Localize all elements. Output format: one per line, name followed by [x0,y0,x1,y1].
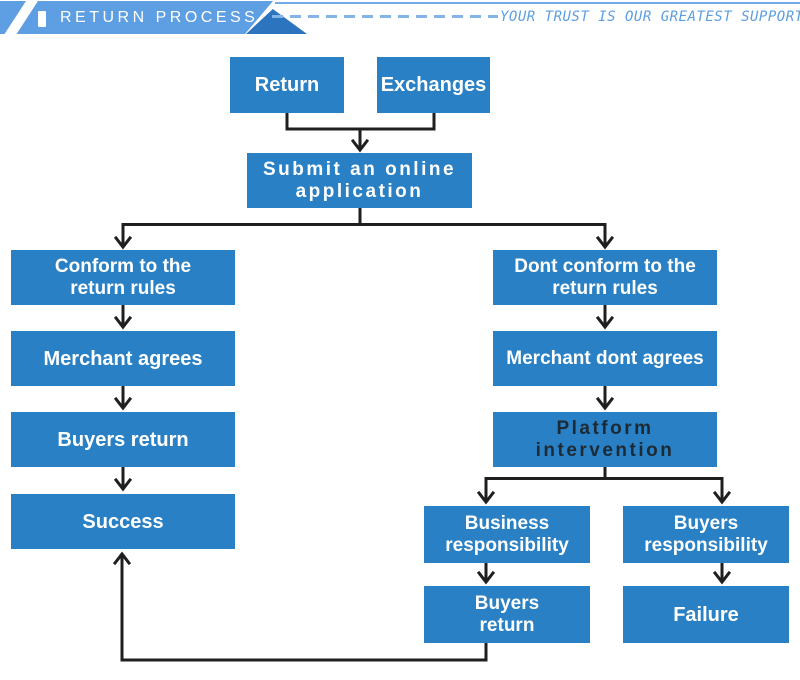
node-platform-intervention: Platform intervention [493,412,717,467]
node-conform-rules: Conform to the return rules [11,250,235,305]
connector-return-exchanges-join [285,113,436,131]
node-success: Success [11,494,235,549]
header-dashed-line [272,15,498,18]
node-buyers-return-2: Buyers return [424,586,590,643]
node-submit-application-label: Submit an online application [262,158,457,202]
node-merchant-dont-agrees-label: Merchant dont agrees [506,347,704,369]
page-title: RETURN PROCESS [60,9,259,26]
node-platform-intervention-label: Platform intervention [535,417,675,461]
node-return: Return [230,57,344,113]
node-failure: Failure [623,586,789,643]
title-bar-icon [38,11,46,27]
node-business-responsibility: Business responsibility [424,506,590,563]
node-exchanges: Exchanges [377,57,490,113]
node-conform-rules-label: Conform to the return rules [54,255,192,299]
header-slogan: YOUR TRUST IS OUR GREATEST SUPPORT [500,9,800,25]
node-buyers-return-2-label: Buyers return [474,592,540,636]
node-buyers-return: Buyers return [11,412,235,467]
node-merchant-dont-agrees: Merchant dont agrees [493,331,717,386]
header-top-line [275,2,800,4]
node-return-label: Return [254,74,320,96]
node-buyers-return-label: Buyers return [57,428,189,451]
loop-buyers-return-to-success [112,551,488,662]
node-buyers-responsibility-label: Buyers responsibility [644,512,768,556]
node-dont-conform-rules: Dont conform to the return rules [493,250,717,305]
node-exchanges-label: Exchanges [380,74,487,96]
node-merchant-agrees-label: Merchant agrees [43,347,203,370]
node-business-responsibility-label: Business responsibility [445,512,569,556]
node-failure-label: Failure [673,603,739,626]
node-submit-application: Submit an online application [247,153,472,208]
node-dont-conform-rules-label: Dont conform to the return rules [514,255,696,299]
node-buyers-responsibility: Buyers responsibility [623,506,789,563]
header: RETURN PROCESS YOUR TRUST IS OUR GREATES… [0,0,800,40]
node-merchant-agrees: Merchant agrees [11,331,235,386]
node-success-label: Success [82,510,164,533]
